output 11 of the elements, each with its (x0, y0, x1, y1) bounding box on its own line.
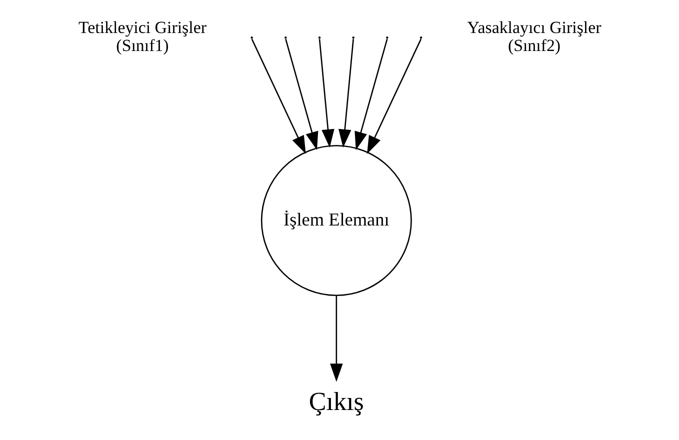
label: Yasaklayıcı Girişler (Sınıf2) (466, 17, 601, 55)
arrow (366, 38, 422, 154)
arrow (354, 38, 388, 150)
arrow (284, 38, 318, 150)
arrow (318, 38, 334, 148)
arrow (250, 38, 306, 154)
node-circle: İşlem Elemanı (260, 144, 412, 296)
arrow (330, 295, 342, 382)
arrow (338, 38, 354, 148)
label: Tetikleyici Girişler (Sınıf1) (78, 17, 206, 55)
node-text: Çıkış (308, 386, 364, 416)
